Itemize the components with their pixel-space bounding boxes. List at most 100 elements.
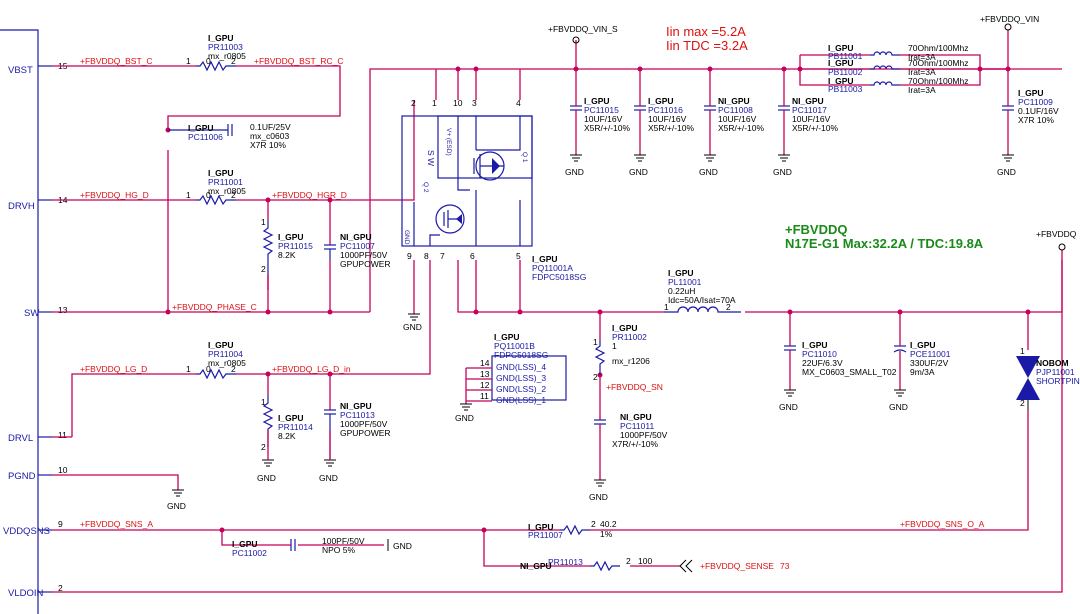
pq11001b-tag: I_GPU [494, 332, 520, 342]
resistor-pr11004 [196, 368, 236, 380]
svg-text:2: 2 [261, 264, 266, 274]
pr11004-tag: I_GPU [208, 340, 234, 350]
svg-text:12: 12 [480, 380, 490, 390]
pc11016-tag: I_GPU [648, 96, 674, 106]
pc11008-tol: X5R/+/-10% [718, 123, 765, 133]
pr11004-value: 0 [206, 364, 211, 374]
svg-text:1: 1 [186, 190, 191, 200]
pc11007-pkg: GPUPOWER [340, 259, 391, 269]
gnd-label-pce11001: GND [889, 402, 908, 412]
pc11011-ref: PC11011 [620, 421, 654, 431]
pc11009-val: 0.1UF/16V [1018, 106, 1059, 116]
svg-text:1: 1 [186, 56, 191, 66]
pc11006-tag: I_GPU [188, 123, 214, 133]
net-sns-o-a: +FBVDDQ_SNS_O_A [900, 519, 985, 529]
pce11001-val: 330UF/2V [910, 358, 949, 368]
pc11010-pkg: MX_C0603_SMALL_T02 [802, 367, 897, 377]
pb11002-irat: Irat=3A [908, 67, 936, 77]
capacitor-pc11009 [1002, 100, 1014, 155]
pq11001a-part: FDPC5018SG [532, 272, 586, 282]
pb11003-val: 70Ohm/100Mhz [908, 76, 968, 86]
pq11001b-ref: PQ11001B [494, 341, 535, 351]
pc11008-val: 10UF/16V [718, 114, 757, 124]
capacitor-pc11011 [594, 419, 606, 440]
pb11001-ref: PB11001 [828, 51, 863, 61]
resistor-pr11003 [196, 60, 236, 72]
controller-ic-edge [0, 29, 52, 614]
pjp11001-tag: NOBOM [1036, 358, 1069, 368]
pr11014-tag: I_GPU [278, 413, 304, 423]
capacitor-pc11017 [778, 100, 790, 155]
svg-text:2: 2 [591, 519, 596, 529]
pc11015-tol: X5R/+/-10% [584, 123, 631, 133]
pc11010-ref: PC11010 [802, 349, 837, 359]
pc11006-pkg: mx_c0603 [250, 131, 289, 141]
pr11001-tag: I_GPU [208, 168, 234, 178]
gnd-label-pc11009: GND [997, 167, 1016, 177]
port-sw: SW [24, 308, 39, 319]
pr11013-val: 100 [638, 556, 652, 566]
svg-text:Q 1: Q 1 [521, 152, 528, 163]
pb11002-ref: PB11002 [828, 67, 863, 77]
pr11002-val: 1 [612, 341, 617, 351]
svg-text:1: 1 [664, 302, 669, 312]
pr11001-value: 0 [206, 190, 211, 200]
inductor-pl11001 [664, 306, 741, 313]
svg-text:2: 2 [1020, 398, 1025, 408]
svg-text:7: 7 [440, 251, 445, 261]
svg-text:1: 1 [261, 217, 266, 227]
pce11001-ref: PCE11001 [910, 349, 951, 359]
svg-text:1: 1 [1020, 346, 1025, 356]
net-lg-d: +FBVDDQ_LG_D [80, 364, 147, 374]
pc11015-val: 10UF/16V [584, 114, 623, 124]
gnd-label-pc11008: GND [699, 167, 718, 177]
capacitor-pc11015 [570, 100, 582, 155]
resistor-pr11001 [196, 194, 236, 206]
port-drvh: DRVH [8, 201, 35, 212]
svg-text:5: 5 [516, 251, 521, 261]
port-vddqsns-pin: 9 [58, 519, 63, 529]
net-bst-c: +FBVDDQ_BST_C [80, 56, 153, 66]
pr11013-ref: PR11013 [548, 557, 583, 567]
pb11003-ref: PB11003 [828, 84, 863, 94]
net-sn: +FBVDDQ_SN [606, 382, 663, 392]
pr11003-pkg: mx_r0805 [208, 51, 246, 61]
port-vldoin: VLDOIN [8, 588, 44, 599]
pr11014-ref: PR11014 [278, 422, 313, 432]
pc11011-tag: NI_GPU [620, 412, 652, 422]
svg-text:8: 8 [424, 251, 429, 261]
svg-text:Q 2: Q 2 [422, 182, 429, 193]
svg-text:2: 2 [261, 442, 266, 452]
pr11015-val: 8.2K [278, 250, 296, 260]
note-lin-tdc: Iin TDC =3.2A [666, 38, 748, 53]
mosfet-pq11001a-body [401, 115, 533, 247]
net-vin-s: +FBVDDQ_VIN_S [548, 24, 618, 34]
pc11009-tol: X7R 10% [1018, 115, 1054, 125]
pr11002-tag: I_GPU [612, 323, 638, 333]
pc11002-gnd-label: GND [393, 541, 412, 551]
capacitor-pc11006 [168, 124, 233, 136]
pq11001b-part: FDPC5018SG [494, 350, 548, 360]
svg-text:2: 2 [411, 98, 416, 108]
pc11017-val: 10UF/16V [792, 114, 831, 124]
pc11017-tol: X5R/+/-10% [792, 123, 839, 133]
pc11017-ref: PC11017 [792, 105, 827, 115]
pc11002-tag: I_GPU [232, 539, 258, 549]
pc11006-ref: PC11006 [188, 132, 223, 142]
svg-text:11: 11 [480, 391, 489, 401]
ferrite-beads [870, 51, 900, 86]
mosfet-high-side-icon [457, 116, 521, 191]
gnd-label-pc11011: GND [589, 492, 608, 502]
pc11016-val: 10UF/16V [648, 114, 687, 124]
pl11001-tag: I_GPU [668, 268, 694, 278]
pr11003-value: 0 [206, 56, 211, 66]
pr11001-ref: PR11001 [208, 177, 243, 187]
pc11017-tag: NI_GPU [792, 96, 824, 106]
gnd-label-pq11001b: GND [455, 413, 474, 423]
port-drvl: DRVL [8, 433, 33, 444]
pr11003-ref: PR11003 [208, 42, 243, 52]
mosfet-low-side-icon [413, 190, 521, 246]
pr11015-ref: PR11015 [278, 241, 313, 251]
pr11007-tag: I_GPU [528, 522, 554, 532]
